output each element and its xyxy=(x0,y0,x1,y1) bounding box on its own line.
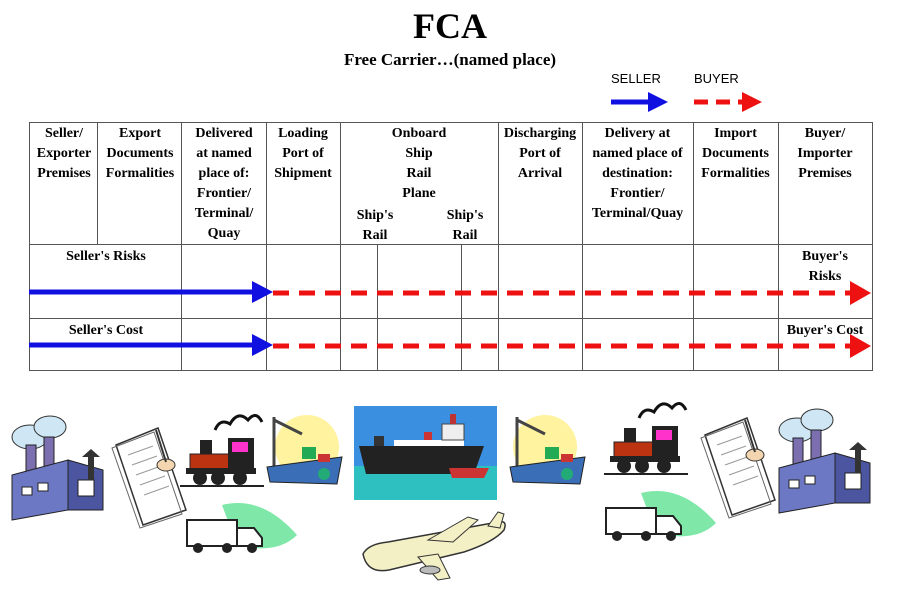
port-crane-icon xyxy=(266,415,343,485)
cargo-ship-icon xyxy=(354,406,497,500)
factory-icon xyxy=(778,408,871,514)
truck-icon xyxy=(186,503,297,553)
seller-risk-arrow xyxy=(29,281,273,303)
factory-icon xyxy=(11,415,104,521)
seller-cost-label: Seller's Cost xyxy=(68,323,144,338)
table-grid xyxy=(29,122,873,371)
port-crane-icon xyxy=(509,415,586,485)
legend-buyer-label: BUYER xyxy=(694,71,739,86)
page-title: FCA xyxy=(413,6,487,46)
buyer-risk-arrow xyxy=(273,281,871,305)
legend-buyer-arrow xyxy=(694,92,762,112)
seller-cost-arrow xyxy=(29,334,273,356)
seller-risks-label: Seller's Risks xyxy=(66,249,146,264)
buyer-cost-arrow xyxy=(273,334,871,358)
buyer-cost-label: Buyer's Cost xyxy=(786,323,864,338)
train-icon xyxy=(604,402,688,475)
train-icon xyxy=(180,414,264,487)
truck-icon xyxy=(605,491,716,541)
airplane-icon xyxy=(362,511,506,581)
legend-seller-label: SELLER xyxy=(611,71,661,86)
legend-seller-arrow xyxy=(611,92,668,112)
document-signing-icon xyxy=(111,427,187,529)
page-subtitle: Free Carrier…(named place) xyxy=(343,50,557,69)
document-signing-icon xyxy=(700,417,776,519)
